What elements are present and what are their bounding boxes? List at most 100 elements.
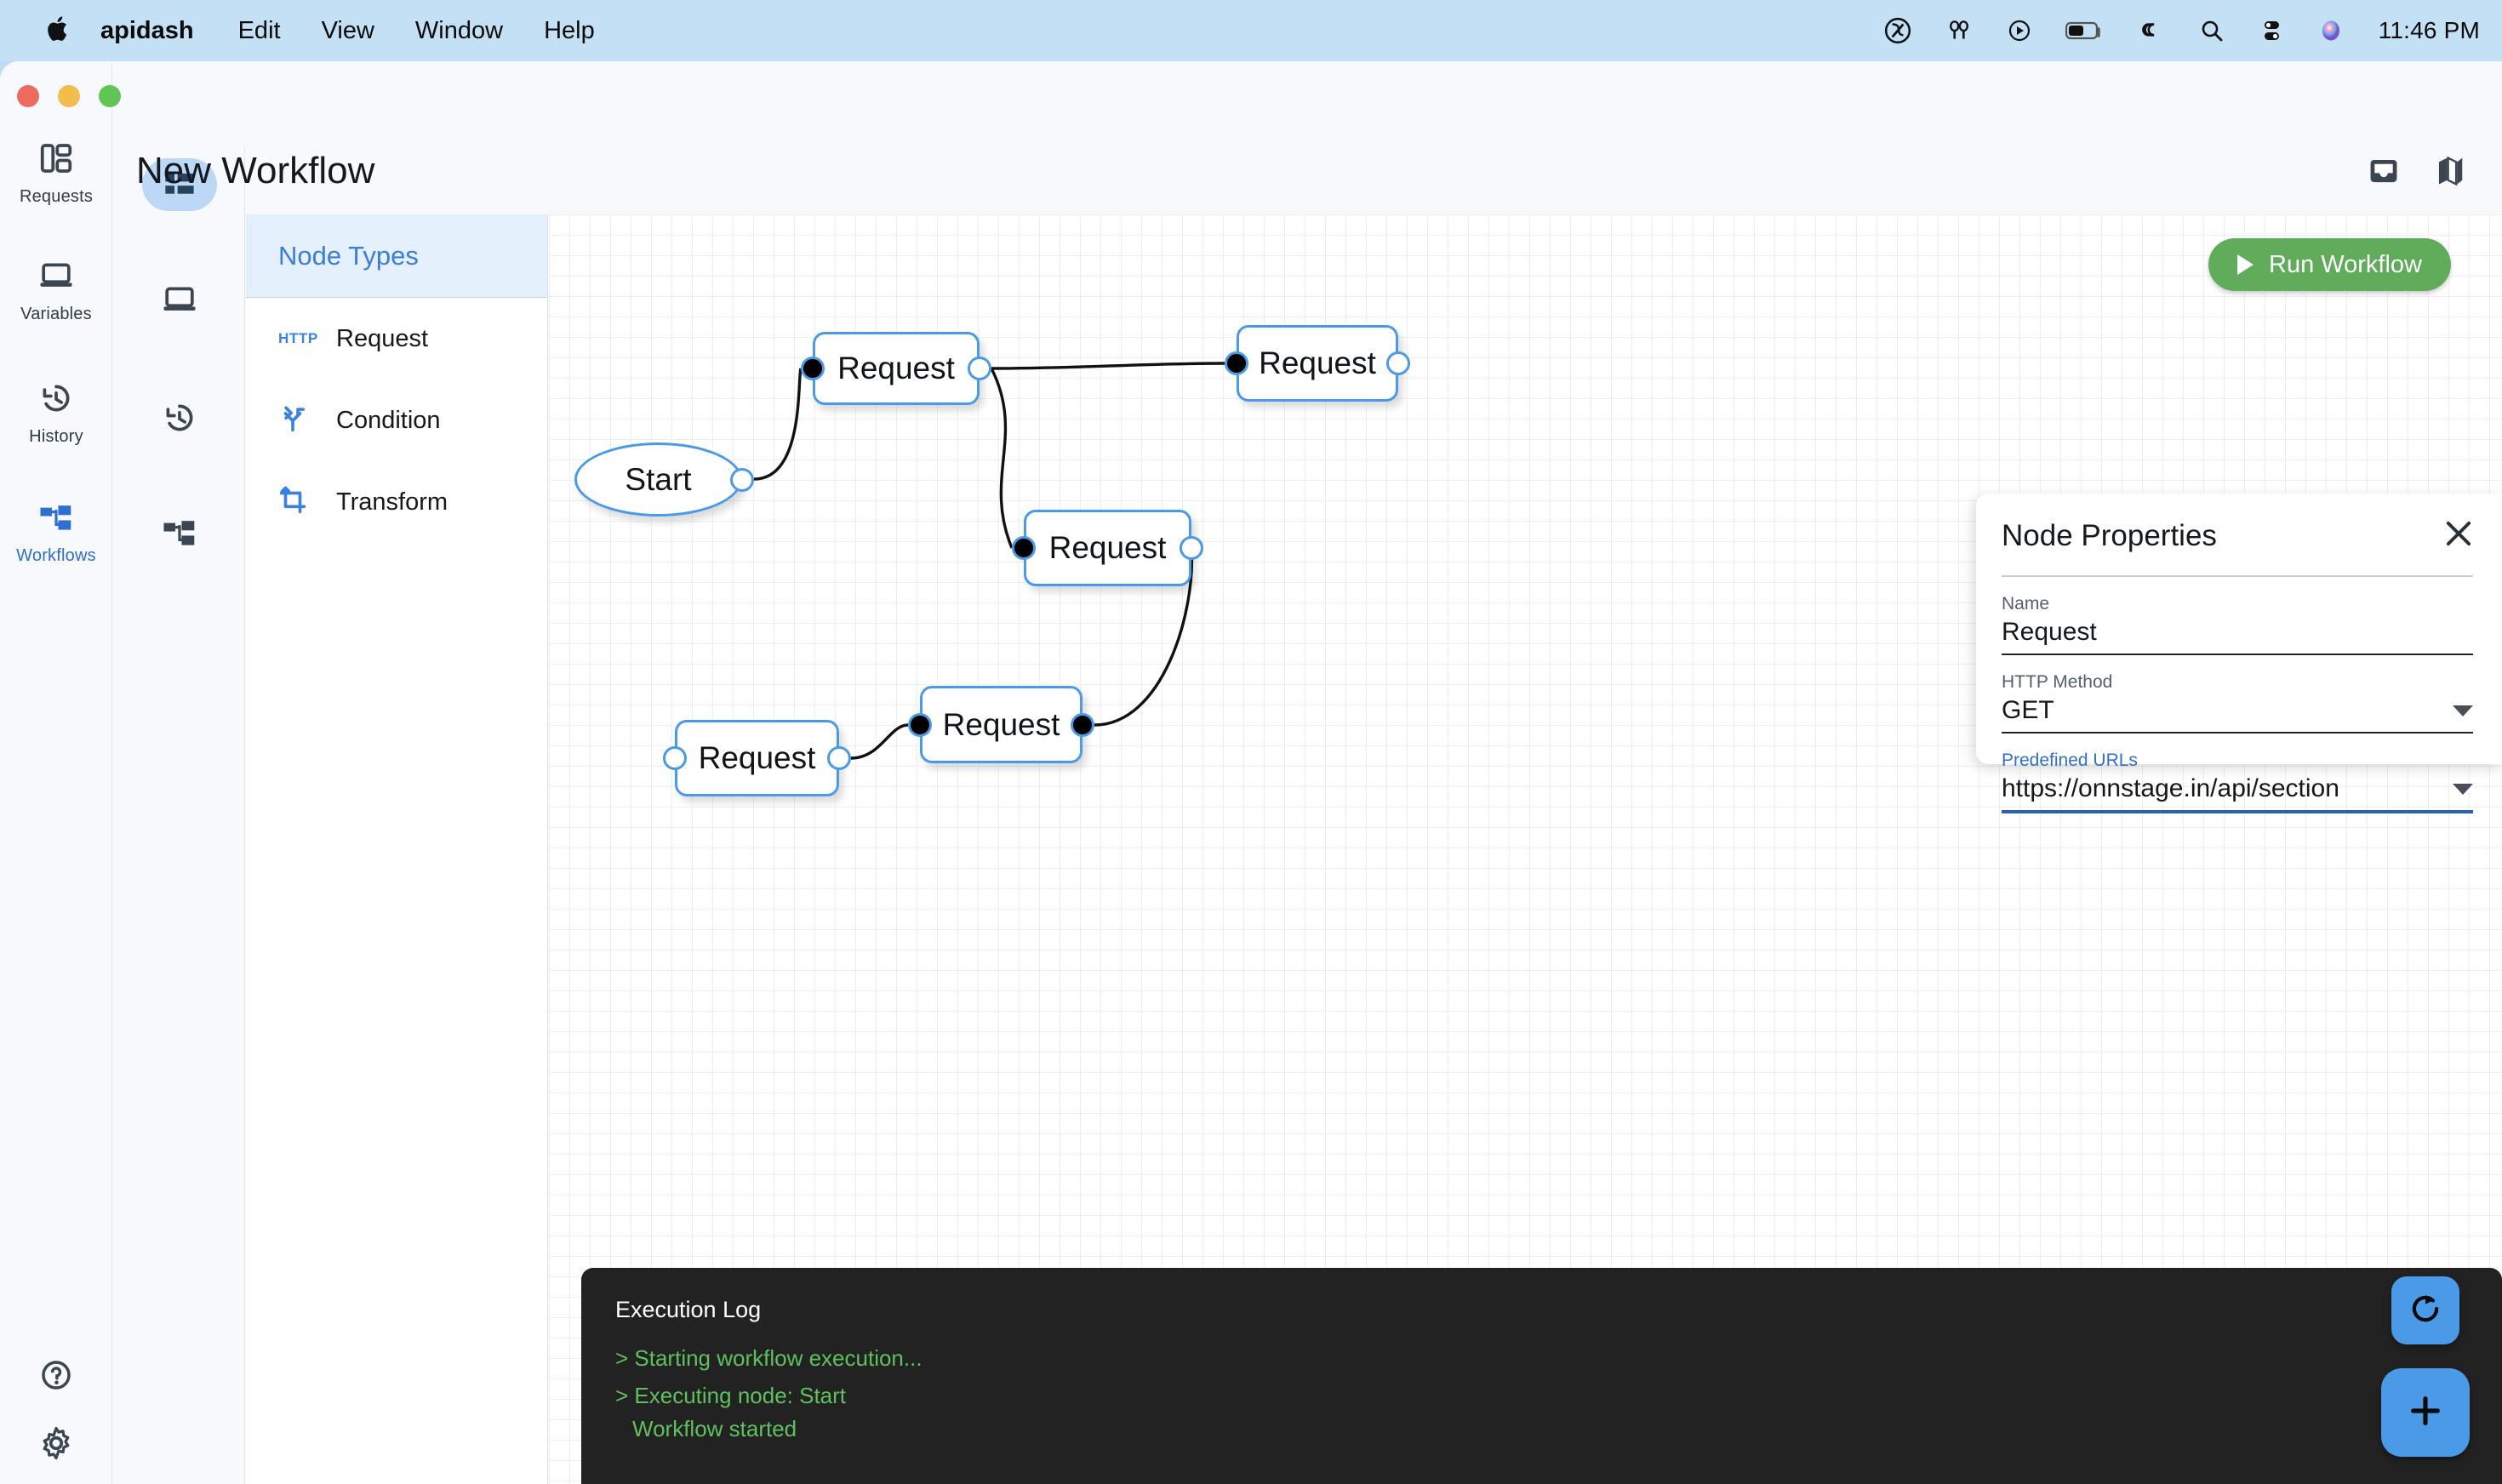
chevron-down-icon — [2453, 705, 2473, 716]
menu-view[interactable]: View — [321, 16, 374, 44]
node-type-label: Condition — [336, 406, 441, 434]
inbox-tray-icon[interactable] — [2368, 155, 2400, 191]
panel-title: Node Types — [278, 240, 419, 271]
node-label: Request — [942, 706, 1060, 742]
menu-window[interactable]: Window — [414, 16, 504, 44]
app-window: Requests Variables History Workflows — [0, 61, 2502, 1484]
add-node-fab[interactable] — [2381, 1368, 2470, 1457]
name-input[interactable]: Request — [2002, 618, 2473, 655]
http-method-select[interactable]: GET — [2002, 696, 2473, 733]
rail2-item-requests[interactable] — [113, 158, 245, 211]
node-label: Request — [837, 351, 955, 385]
input-port[interactable] — [1225, 351, 1248, 375]
sidebar-item-label: Workflows — [16, 546, 96, 565]
requests-grid-icon — [39, 141, 73, 180]
battery-icon[interactable] — [2065, 20, 2105, 42]
sidebar-item-history[interactable]: History — [0, 381, 112, 447]
node-properties-header: Node Properties — [2002, 519, 2473, 553]
run-workflow-button[interactable]: Run Workflow — [2208, 238, 2451, 291]
node-type-label: Request — [336, 324, 429, 352]
input-port[interactable] — [801, 357, 825, 380]
menu-app-name[interactable]: apidash — [100, 16, 194, 44]
list-rows-icon — [141, 158, 217, 211]
execution-log-title: Execution Log — [615, 1297, 762, 1322]
page-title: New Workflow — [136, 150, 375, 191]
edge-request-to-request — [991, 362, 1225, 370]
menu-help[interactable]: Help — [544, 16, 595, 44]
log-line: > Executing node: Start — [615, 1383, 847, 1408]
workflow-node-request-bottomleft[interactable]: Request — [663, 720, 851, 796]
output-port[interactable] — [1071, 712, 1094, 737]
input-port[interactable] — [908, 712, 932, 737]
creative-cloud-icon[interactable] — [1883, 16, 1912, 45]
menu-edit[interactable]: Edit — [237, 16, 281, 44]
plus-icon — [2406, 1391, 2445, 1435]
sidebar-item-label: Requests — [19, 187, 94, 206]
workflow-node-request-middle[interactable]: Request — [1012, 510, 1203, 586]
log-line: Workflow started — [632, 1416, 797, 1441]
node-type-condition[interactable]: Condition — [246, 380, 547, 461]
input-port[interactable] — [1012, 536, 1036, 560]
rail2-item-workflows[interactable] — [113, 507, 245, 560]
siri-icon[interactable] — [2317, 17, 2345, 44]
refresh-fab[interactable] — [2391, 1276, 2459, 1344]
sidebar-item-variables[interactable]: Variables — [0, 260, 112, 324]
workflow-tree-icon — [142, 507, 217, 560]
workflow-node-request-top[interactable]: Request — [801, 332, 991, 405]
menubar-clock[interactable]: 11:46 PM — [2378, 17, 2480, 43]
airpods-icon[interactable] — [1945, 16, 1974, 45]
help-circle-icon[interactable] — [0, 1358, 112, 1392]
http-badge-icon: HTTP — [278, 330, 318, 346]
play-circle-icon[interactable] — [2006, 17, 2033, 44]
output-port[interactable] — [1180, 536, 1203, 560]
field-value: Request — [2002, 618, 2097, 646]
control-center-icon[interactable] — [2258, 17, 2285, 44]
refresh-icon — [2408, 1291, 2443, 1331]
macos-menubar: apidash Edit View Window Help 11:46 PM — [0, 0, 2502, 61]
output-port[interactable] — [827, 746, 851, 770]
node-label: Start — [625, 461, 692, 497]
field-label: Name — [2002, 594, 2050, 614]
workflow-tree-icon — [38, 502, 74, 539]
sidebar-item-label: Variables — [20, 305, 92, 323]
history-clock-icon — [142, 391, 217, 444]
gear-icon[interactable] — [0, 1426, 112, 1460]
node-label: Request — [698, 740, 816, 775]
chevron-down-icon — [2453, 783, 2473, 795]
output-port[interactable] — [968, 357, 991, 380]
node-type-transform[interactable]: Transform — [246, 461, 547, 543]
field-predefined-urls: Predefined URLs https://onnstage.in/api/… — [2002, 751, 2473, 813]
maximize-button[interactable] — [99, 85, 121, 107]
laptop-icon — [38, 260, 74, 297]
output-port[interactable] — [730, 467, 754, 492]
sidebar-item-workflows[interactable]: Workflows — [0, 502, 112, 566]
map-icon[interactable] — [2436, 155, 2465, 191]
close-button[interactable] — [17, 85, 39, 107]
input-port[interactable] — [663, 746, 687, 770]
field-name: Name Request — [2002, 594, 2473, 655]
sidebar-item-requests[interactable]: Requests — [0, 141, 112, 207]
laptop-icon — [142, 274, 217, 327]
search-icon[interactable] — [2198, 17, 2225, 44]
link-chain-icon[interactable] — [2137, 16, 2166, 45]
node-types-panel: Node Types HTTP Request Condition Transf… — [246, 214, 548, 1484]
header-actions — [2368, 155, 2465, 191]
rail2-item-history[interactable] — [113, 391, 245, 444]
node-type-label: Transform — [336, 488, 448, 516]
node-type-request[interactable]: HTTP Request — [246, 298, 547, 380]
primary-sidebar: Requests Variables History Workflows — [0, 61, 121, 1484]
field-label: Predefined URLs — [2002, 751, 2138, 770]
apple-logo-icon[interactable] — [46, 14, 71, 48]
workflow-node-request-bottommiddle[interactable]: Request — [908, 686, 1094, 763]
predefined-urls-select[interactable]: https://onnstage.in/api/section — [2002, 774, 2473, 813]
node-label: Request — [1048, 530, 1167, 565]
rail2-item-variables[interactable] — [113, 274, 245, 327]
branch-fork-icon — [278, 404, 314, 437]
minimize-button[interactable] — [58, 85, 80, 107]
output-port[interactable] — [1386, 351, 1410, 375]
node-types-header[interactable]: Node Types — [246, 214, 547, 298]
workflow-node-request-topright[interactable]: Request — [1225, 325, 1410, 402]
workflow-node-start[interactable]: Start — [574, 442, 754, 517]
edge-request-to-request-bottom — [850, 723, 909, 760]
close-icon[interactable] — [2444, 519, 2473, 552]
